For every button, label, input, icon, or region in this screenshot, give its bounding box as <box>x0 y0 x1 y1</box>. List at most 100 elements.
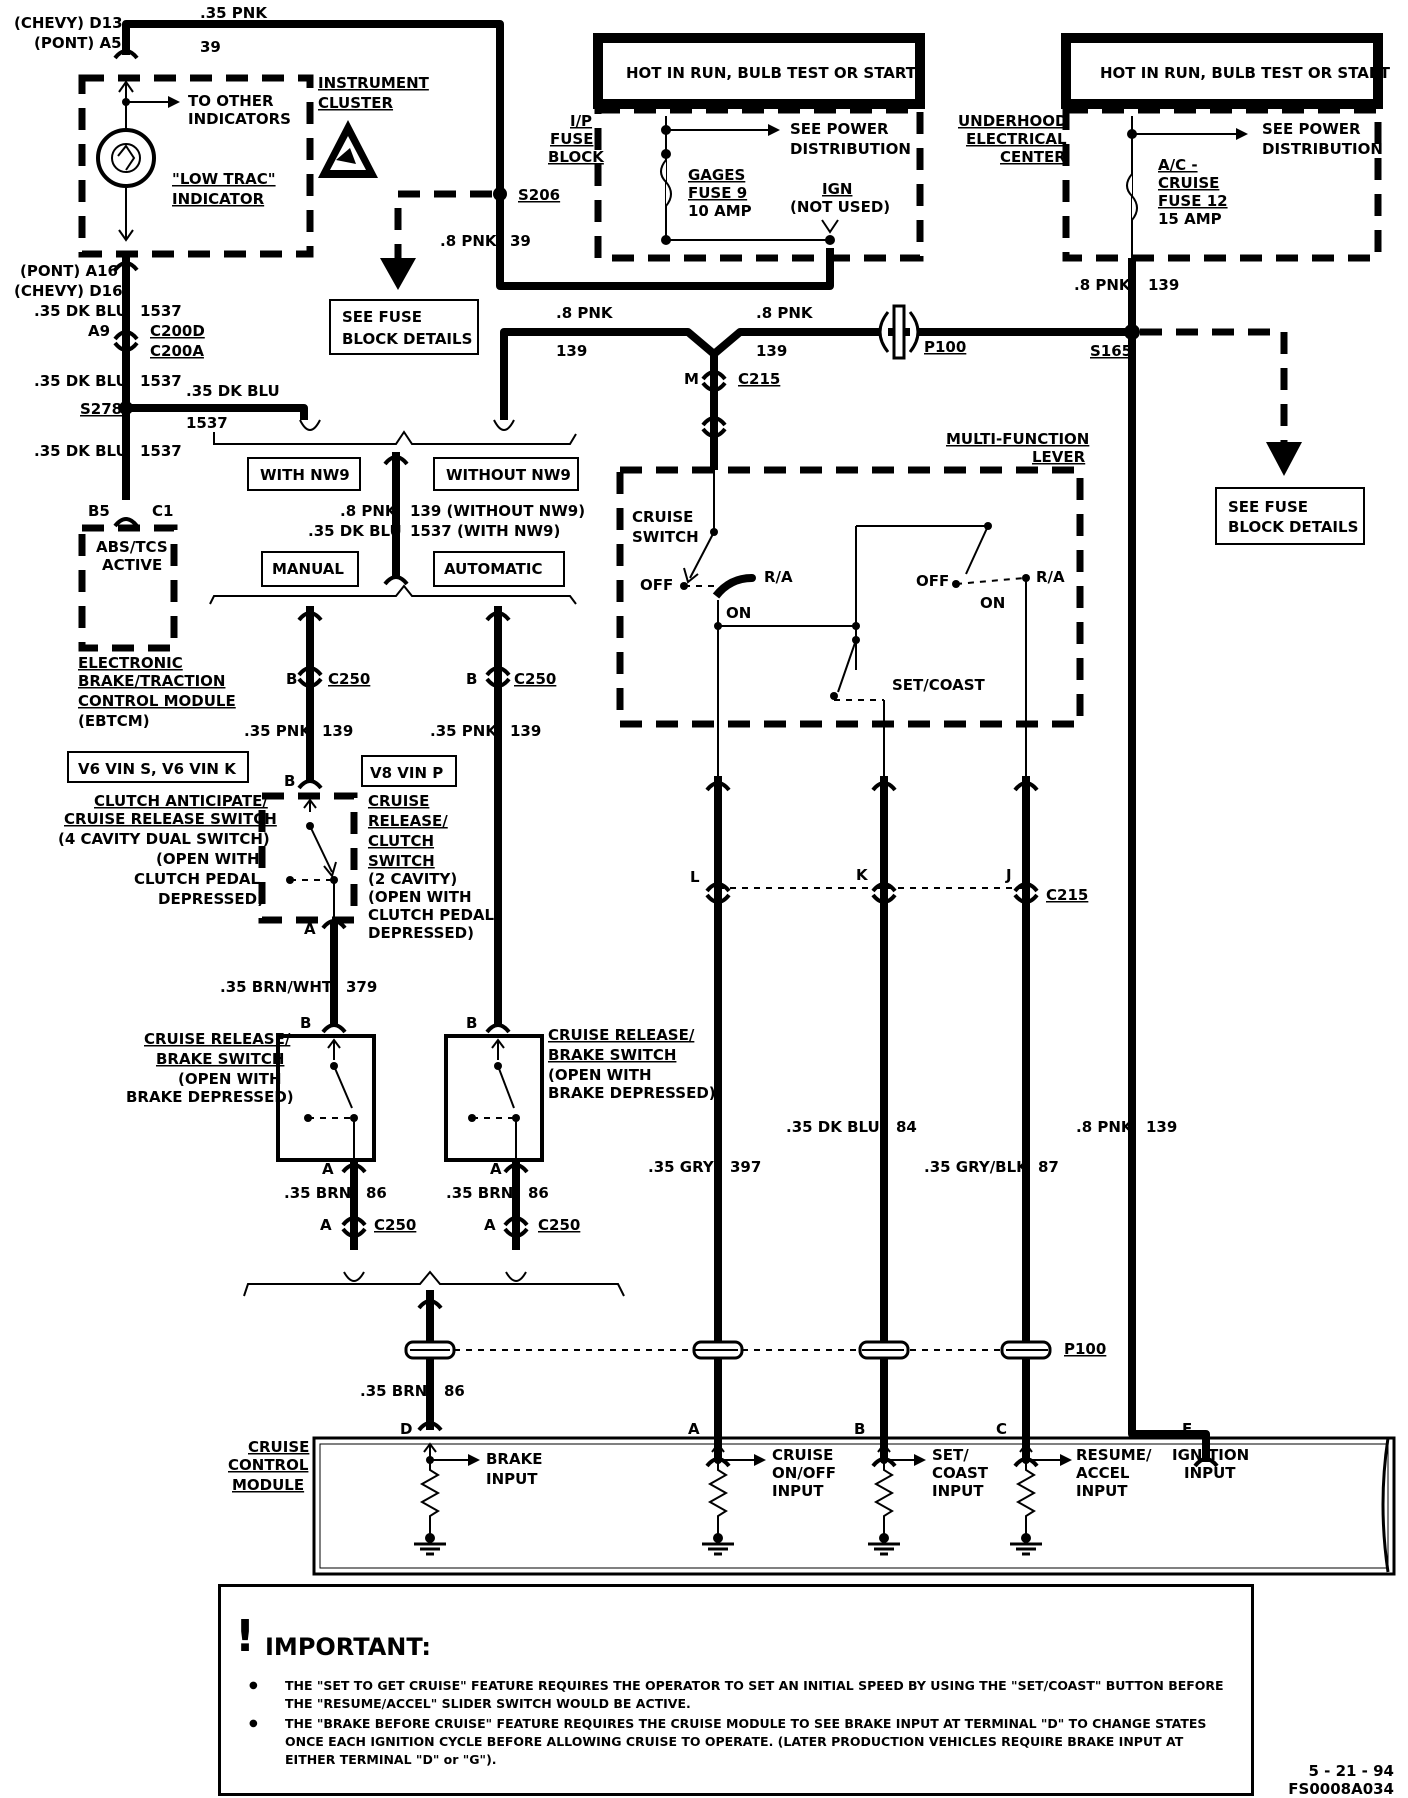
label-brake-1: BRAKE <box>486 1450 542 1468</box>
label-b-brake-auto: B <box>466 1014 477 1032</box>
label-distribution-left: DISTRIBUTION <box>790 140 911 158</box>
with-nw9-box <box>247 457 361 491</box>
label-a-c250-auto: A <box>484 1216 496 1234</box>
label-b-brake-man: B <box>300 1014 311 1032</box>
label-8pnk-mid: .8 PNK <box>340 502 398 520</box>
label-gages: GAGES <box>688 166 745 184</box>
label-35dkblu-84: .35 DK BLU <box>786 1118 880 1136</box>
label-electrical: ELECTRICAL <box>966 130 1067 148</box>
label-cruise-release-3: CLUTCH <box>368 832 434 850</box>
label-brake-switch-man-1: CRUISE RELEASE/ <box>144 1030 291 1048</box>
label-clutch-anticipate-3: (4 CAVITY DUAL SWITCH) <box>58 830 270 848</box>
label-off: OFF <box>640 576 673 594</box>
label-139-f: 139 <box>1146 1118 1177 1136</box>
label-term-c: C <box>996 1420 1007 1438</box>
label-block: BLOCK <box>548 148 605 166</box>
label-block-details-right: BLOCK DETAILS <box>1228 518 1358 536</box>
label-circuit-39-top: 39 <box>200 38 221 56</box>
label-cruise-release-8: DEPRESSED) <box>368 924 474 942</box>
label-res-in-3: INPUT <box>1076 1482 1128 1500</box>
label-ccm-1: CRUISE <box>248 1438 309 1456</box>
label-c200a: C200A <box>150 342 204 360</box>
label-clutch-anticipate-1: CLUTCH ANTICIPATE/ <box>94 792 268 810</box>
label-low-trac: "LOW TRAC" <box>172 170 276 188</box>
label-k: K <box>856 866 869 884</box>
label-86-man: 86 <box>366 1184 387 1202</box>
label-86-d: 86 <box>444 1382 465 1400</box>
label-on2: ON <box>980 594 1005 612</box>
label-res-in-2: ACCEL <box>1076 1464 1130 1482</box>
label-10amp: 10 AMP <box>688 202 752 220</box>
label-wire-35pnk-top: .35 PNK <box>200 4 268 22</box>
label-ccm-2: CONTROL <box>228 1456 309 1474</box>
cluster-box <box>78 74 314 258</box>
label-clutch-anticipate-4: (OPEN WITH <box>156 850 260 868</box>
label-to-other: TO OTHER <box>188 92 274 110</box>
label-b5: B5 <box>88 502 110 520</box>
label-cruise-release-2: RELEASE/ <box>368 812 448 830</box>
label-84: 84 <box>896 1118 917 1136</box>
label-35gry: .35 GRY <box>648 1158 715 1176</box>
brake-merge: .35 BRN 86 <box>243 1270 625 1432</box>
label-fuse: FUSE <box>550 130 593 148</box>
label-c1: C1 <box>152 502 173 520</box>
label-cruise-in-1: CRUISE <box>772 1446 833 1464</box>
label-fuse12: FUSE 12 <box>1158 192 1228 210</box>
label-139-bus-left: 139 <box>556 342 587 360</box>
connector-p100-top <box>878 304 920 360</box>
label-ign-in-1: IGNITION <box>1172 1446 1249 1464</box>
label-not-used: (NOT USED) <box>790 198 890 216</box>
label-a-clutch: A <box>304 920 316 938</box>
label-v8-vin: V8 VIN P <box>370 764 443 782</box>
note-item: THE "SET TO GET CRUISE" FEATURE REQUIRES… <box>249 1677 1229 1713</box>
label-res-in-1: RESUME/ <box>1076 1446 1152 1464</box>
label-ign-in-2: INPUT <box>1184 1464 1236 1482</box>
note-item: THE "BRAKE BEFORE CRUISE" FEATURE REQUIR… <box>249 1715 1229 1769</box>
label-35dkblu-mid: .35 DK BLU <box>308 522 402 540</box>
label-term-a: A <box>688 1420 700 1438</box>
label-s206: S206 <box>518 186 560 204</box>
label-8pnk-right: .8 PNK <box>1074 276 1132 294</box>
label-without-nw9: WITHOUT NW9 <box>446 466 571 484</box>
label-cruise-release-5: (2 CAVITY) <box>368 870 457 888</box>
drawing-stamp: 5 - 21 - 94 FS0008A034 <box>1288 1762 1394 1798</box>
label-brake-switch-auto-1: CRUISE RELEASE/ <box>548 1026 695 1044</box>
instrument-cluster: (CHEVY) D13 (PONT) A5 .35 PNK 39 TO OTHE… <box>14 4 504 258</box>
label-cruise-release-7: CLUTCH PEDAL <box>368 906 495 924</box>
label-manual: MANUAL <box>272 560 344 578</box>
label-see-fuse-left: SEE FUSE <box>342 308 422 326</box>
label-b-c250-man: B <box>286 670 297 688</box>
esd-warning-icon <box>318 120 378 178</box>
warning-icon: ! <box>235 1611 256 1662</box>
label-c215-mid: C215 <box>1046 886 1088 904</box>
label-on: ON <box>726 604 751 622</box>
label-139-without: 139 (WITHOUT NW9) <box>410 502 585 520</box>
label-35gryblk: .35 GRY/BLK <box>924 1158 1029 1176</box>
important-note: ! IMPORTANT: THE "SET TO GET CRUISE" FEA… <box>218 1584 1254 1796</box>
label-35brnwht: .35 BRN/WHT <box>220 978 333 996</box>
label-automatic: AUTOMATIC <box>444 560 543 578</box>
label-cruise-in-2: ON/OFF <box>772 1464 836 1482</box>
label-ra: R/A <box>764 568 793 586</box>
without-nw9-box <box>433 457 579 491</box>
option-selectors: WITH NW9 WITHOUT NW9 .8 PNK 139 (WITHOUT… <box>209 419 585 605</box>
fuse-9-icon <box>660 159 672 207</box>
label-set-in-1: SET/ <box>932 1446 969 1464</box>
manual-column: B C250 .35 PNK 139 V6 VIN S, V6 VIN K V8… <box>58 606 495 1250</box>
label-35dkblu-1: .35 DK BLU <box>34 302 128 320</box>
label-abs-tcs: ABS/TCS <box>96 538 168 556</box>
label-87: 87 <box>1038 1158 1059 1176</box>
label-ebtcm-3: CONTROL MODULE <box>78 692 236 710</box>
label-1537-1: 1537 <box>140 302 182 320</box>
ebtcm-circuit: (PONT) A16 (CHEVY) D16 .35 DK BLU 1537 A… <box>14 254 308 730</box>
label-1537-2: 1537 <box>140 372 182 390</box>
automatic-column: B C250 .35 PNK 139 B CRUISE RELEASE/ BRA… <box>430 606 716 1250</box>
brake-input-circuit <box>412 1442 480 1556</box>
label-active: ACTIVE <box>102 556 162 574</box>
fuse-12-icon <box>1126 173 1138 221</box>
label-brake-switch-auto-3: (OPEN WITH <box>548 1066 652 1084</box>
label-35brn-auto: .35 BRN <box>446 1184 513 1202</box>
label-8pnk-f: .8 PNK <box>1076 1118 1134 1136</box>
set-input-circuit <box>866 1442 926 1556</box>
label-circuit-39: 39 <box>510 232 531 250</box>
